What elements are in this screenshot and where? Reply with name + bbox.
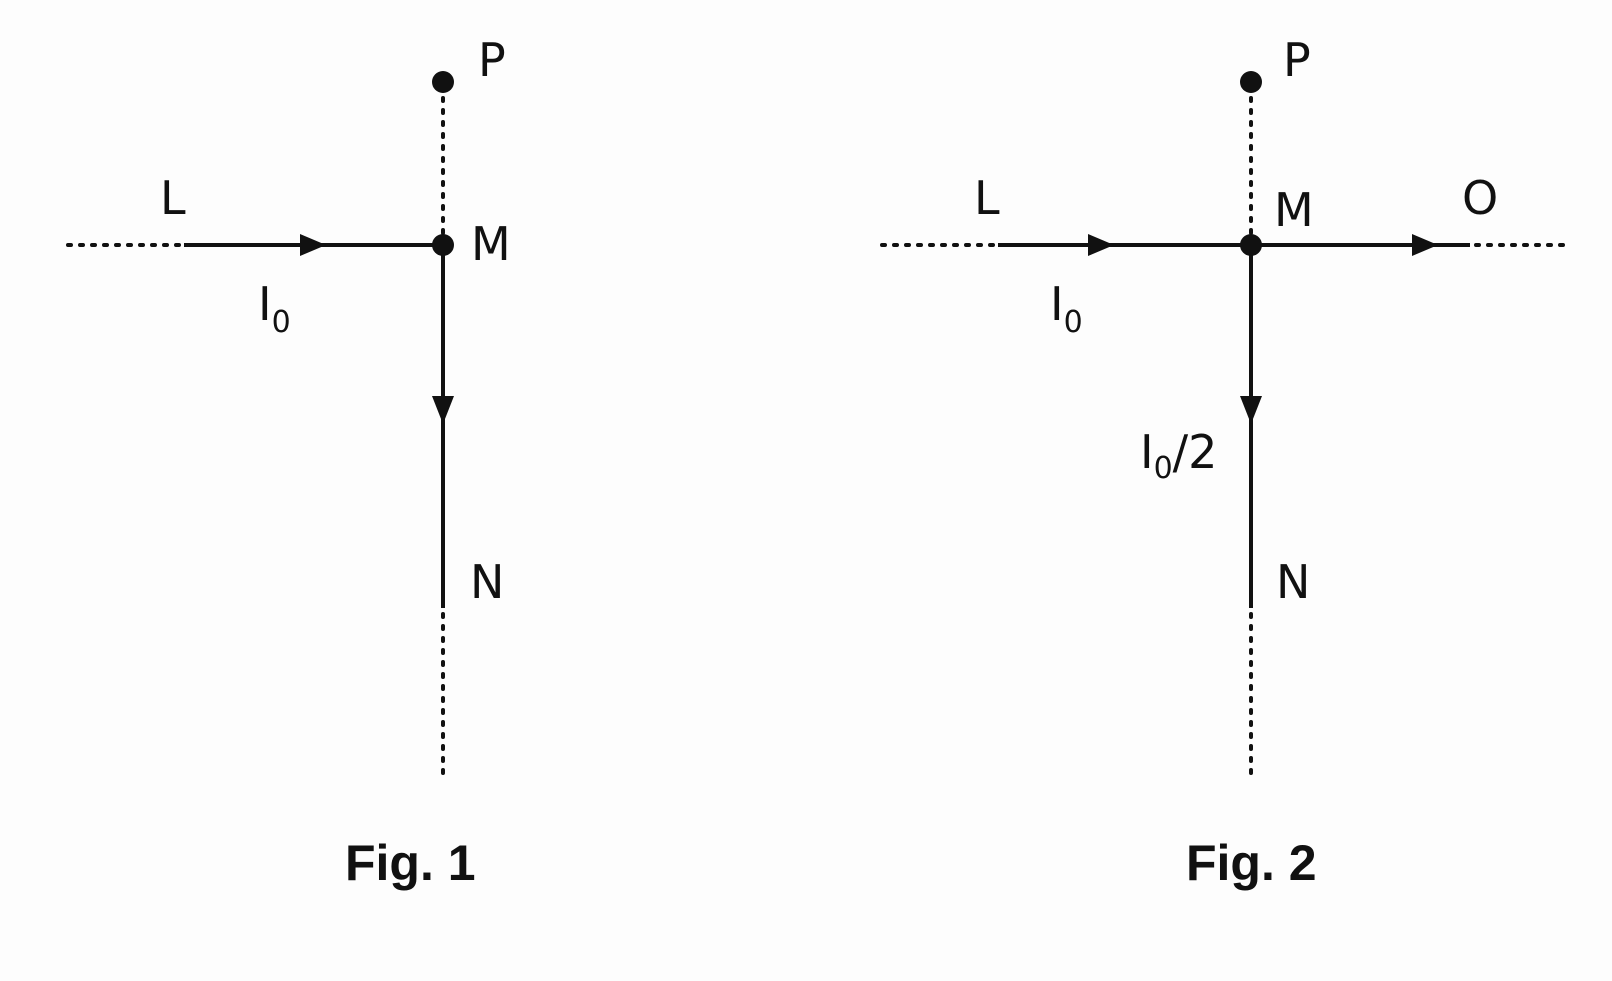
fig1-label-M: M — [471, 217, 511, 271]
fig1-node-M — [432, 234, 454, 256]
fig2-current-I0-half: I0/2 — [1140, 425, 1217, 486]
fig1-label-N: N — [470, 555, 504, 609]
fig2-node-M — [1240, 234, 1262, 256]
fig2-label-L: L — [974, 171, 1000, 225]
fig2-label-P: P — [1283, 33, 1311, 87]
fig2-arrow-MO — [1412, 234, 1438, 256]
fig2-label-O: O — [1462, 171, 1498, 225]
fig1-arrow-LM — [300, 234, 326, 256]
fig2-arrow-LM — [1088, 234, 1114, 256]
fig2-current-I0: I0 — [1050, 277, 1083, 340]
fig1-label-L: L — [160, 171, 186, 225]
fig2-node-P — [1240, 71, 1262, 93]
fig1-label-P: P — [478, 33, 506, 87]
fig1-arrow-MN — [432, 396, 454, 424]
fig1-caption: Fig. 1 — [345, 835, 476, 891]
fig2-caption: Fig. 2 — [1186, 835, 1317, 891]
fig2-label-M: M — [1274, 183, 1314, 237]
figure-2: P L M O N I0 I0/2 Fig. 2 — [880, 33, 1570, 891]
fig1-node-P — [432, 71, 454, 93]
figure-1: P L M N I0 Fig. 1 — [66, 33, 511, 891]
fig2-label-N: N — [1276, 555, 1310, 609]
fig1-current-I0: I0 — [258, 277, 291, 340]
fig2-arrow-MN — [1240, 396, 1262, 424]
